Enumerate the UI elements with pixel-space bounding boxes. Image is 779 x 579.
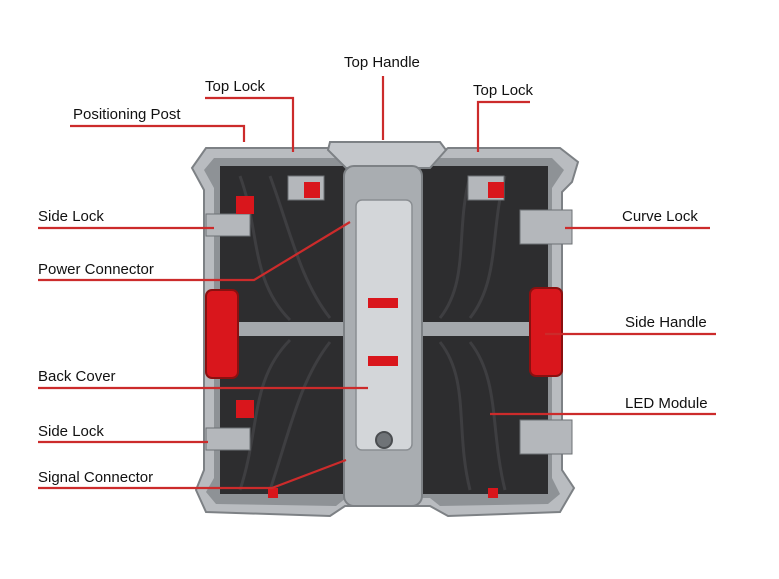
top-lock-left-red [304, 182, 320, 198]
leader-top-lock-right [476, 100, 530, 152]
curve-lock-lower [519, 419, 573, 455]
label-side-handle: Side Handle [625, 314, 707, 331]
label-back-cover: Back Cover [38, 368, 116, 385]
curve-lock-upper [519, 209, 573, 245]
leader-positioning-post [70, 124, 246, 142]
top-lock-right-red [488, 182, 504, 198]
bottom-red-marker-left [268, 488, 278, 498]
label-side-lock-lower: Side Lock [38, 423, 104, 440]
top-handle [326, 141, 448, 169]
back-cover-plate [355, 199, 413, 451]
label-signal-connector: Signal Connector [38, 469, 154, 486]
label-curve-lock: Curve Lock [622, 208, 698, 225]
leader-power-connector [38, 221, 351, 282]
side-lock-lower-red [236, 400, 254, 418]
label-top-handle: Top Handle [344, 54, 420, 71]
led-module-top-left [220, 166, 346, 324]
leader-top-lock-left [205, 96, 295, 152]
red-indicator-lower [368, 356, 398, 366]
side-handle-left [205, 289, 239, 379]
red-indicator-upper [368, 298, 398, 308]
label-positioning-post: Positioning Post [73, 106, 181, 123]
side-lock-lower-block [205, 427, 251, 451]
bottom-red-marker-right [488, 488, 498, 498]
label-led-module: LED Module [625, 395, 708, 412]
leader-signal-connector [38, 458, 347, 490]
label-top-lock-right: Top Lock [473, 82, 534, 99]
module-contours [238, 175, 507, 491]
leader-lines [38, 76, 716, 490]
label-power-connector: Power Connector [38, 261, 154, 278]
side-lock-upper-block [205, 213, 251, 237]
label-top-lock-left: Top Lock [205, 78, 266, 95]
signal-port [375, 431, 393, 449]
side-handle-right [529, 287, 563, 377]
side-lock-upper-red [236, 196, 254, 214]
label-side-lock-upper: Side Lock [38, 208, 104, 225]
